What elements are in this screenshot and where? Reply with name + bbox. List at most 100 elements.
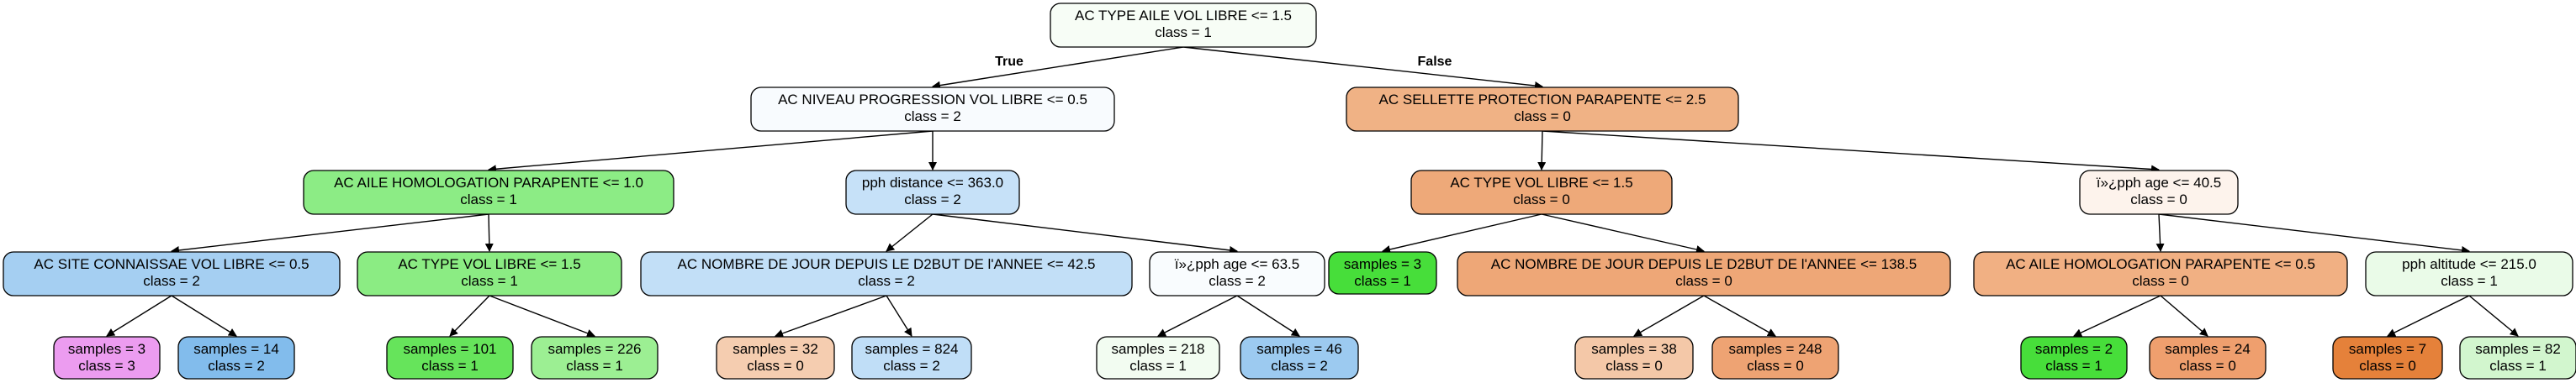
node-condition-text: AC AILE HOMOLOGATION PARAPENTE <= 1.0 xyxy=(334,175,643,191)
edge-n3-n4 xyxy=(106,295,172,337)
edge-n19-n21 xyxy=(1703,295,1776,337)
edge-n17-n18 xyxy=(1382,213,1542,254)
node-condition-text: samples = 14 xyxy=(193,341,279,357)
edge-arrow xyxy=(2073,295,2161,337)
node-condition-text: AC TYPE VOL LIBRE <= 1.5 xyxy=(398,256,580,272)
tree-node-n10: AC NOMBRE DE JOUR DEPUIS LE D2BUT DE l'A… xyxy=(640,251,1133,296)
node-box xyxy=(640,251,1133,296)
node-box xyxy=(1711,336,1839,380)
node-box xyxy=(177,336,295,380)
node-box xyxy=(1346,87,1739,132)
node-condition-text: samples = 24 xyxy=(2165,341,2251,357)
edge-arrow xyxy=(1157,295,1238,337)
node-class-text: class = 2 xyxy=(883,358,940,374)
node-condition-text: samples = 82 xyxy=(2475,341,2561,357)
node-box xyxy=(53,336,161,380)
node-box xyxy=(531,336,659,380)
edge-n16-n22 xyxy=(1542,130,2160,174)
tree-node-n19: AC NOMBRE DE JOUR DEPUIS LE D2BUT DE l'A… xyxy=(1457,251,1951,296)
node-class-text: class = 1 xyxy=(2441,273,2498,289)
node-box xyxy=(303,170,674,215)
edge-arrow xyxy=(2155,213,2165,252)
node-box xyxy=(845,170,1020,215)
node-box xyxy=(2365,251,2573,296)
node-condition-text: samples = 3 xyxy=(1344,256,1421,272)
edge-arrow xyxy=(2387,295,2470,337)
edge-n13-n15 xyxy=(1236,295,1300,337)
edge-n6-n8 xyxy=(489,295,595,338)
edge-arrow xyxy=(2158,213,2470,254)
node-class-text: class = 2 xyxy=(858,273,915,289)
edge-n9-n10 xyxy=(886,213,934,252)
edge-n23-n25 xyxy=(2160,295,2208,337)
node-condition-text: AC NOMBRE DE JOUR DEPUIS LE D2BUT DE l'A… xyxy=(1491,256,1917,272)
node-class-text: class = 0 xyxy=(2359,358,2416,374)
node-condition-text: samples = 248 xyxy=(1728,341,1822,357)
node-class-text: class = 0 xyxy=(2132,273,2189,289)
node-box xyxy=(1096,336,1220,380)
node-class-text: class = 0 xyxy=(2179,358,2236,374)
node-class-text: class = 1 xyxy=(1129,358,1187,374)
edge-arrow xyxy=(488,130,934,174)
node-class-text: class = 1 xyxy=(1155,24,1212,40)
edge-arrow xyxy=(2468,295,2519,337)
edge-arrow xyxy=(932,46,1184,90)
node-condition-text: ï»¿pph age <= 40.5 xyxy=(2097,175,2221,191)
edge-arrow xyxy=(171,295,237,337)
node-class-text: class = 1 xyxy=(2045,358,2103,374)
node-class-text: class = 3 xyxy=(78,358,135,374)
edge-n22-n26 xyxy=(2158,213,2470,254)
edge-n1-n2 xyxy=(488,130,934,174)
node-condition-text: AC SITE CONNAISSAE VOL LIBRE <= 0.5 xyxy=(34,256,309,272)
edge-arrow xyxy=(1542,130,2160,174)
edge-arrow xyxy=(1541,213,1705,254)
node-box xyxy=(386,336,514,380)
edge-arrow xyxy=(1633,295,1705,337)
tree-node-n16: AC SELLETTE PROTECTION PARAPENTE <= 2.5c… xyxy=(1346,87,1739,132)
node-condition-text: samples = 218 xyxy=(1111,341,1204,357)
edge-n0-n16 xyxy=(1182,46,1543,90)
tree-node-n23: AC AILE HOMOLOGATION PARAPENTE <= 0.5cla… xyxy=(1973,251,2348,296)
edge-arrow xyxy=(1182,46,1543,90)
node-class-text: class = 1 xyxy=(1354,273,1411,289)
edge-arrow xyxy=(1703,295,1776,337)
edge-arrow xyxy=(886,213,934,252)
node-condition-text: samples = 824 xyxy=(865,341,958,357)
node-condition-text: samples = 226 xyxy=(547,341,641,357)
node-class-text: class = 1 xyxy=(566,358,623,374)
node-condition-text: samples = 32 xyxy=(733,341,818,357)
node-box xyxy=(2079,170,2239,215)
edge-n26-n28 xyxy=(2468,295,2519,337)
node-condition-text: AC TYPE VOL LIBRE <= 1.5 xyxy=(1450,175,1632,191)
node-box xyxy=(1457,251,1951,296)
node-condition-text: samples = 46 xyxy=(1256,341,1342,357)
node-class-text: class = 0 xyxy=(1513,192,1570,207)
node-class-text: class = 0 xyxy=(1514,108,1571,124)
node-class-text: class = 1 xyxy=(421,358,479,374)
node-class-text: class = 2 xyxy=(1209,273,1266,289)
node-class-text: class = 0 xyxy=(2130,192,2187,207)
node-class-text: class = 2 xyxy=(904,108,961,124)
node-condition-text: AC AILE HOMOLOGATION PARAPENTE <= 0.5 xyxy=(2006,256,2315,272)
node-box xyxy=(357,251,622,296)
